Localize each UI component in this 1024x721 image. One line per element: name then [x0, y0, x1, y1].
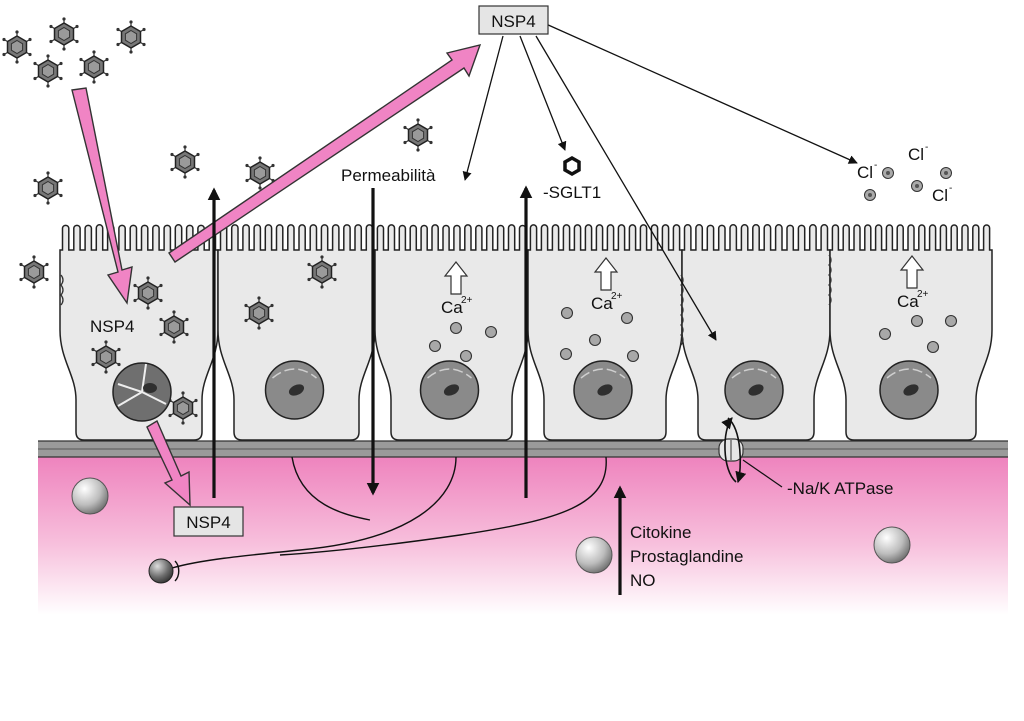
rotavirus-particle — [402, 117, 434, 153]
rotavirus-particle — [32, 170, 64, 206]
calcium-ion — [878, 327, 892, 341]
nsp4-box-top: NSP4 — [478, 5, 549, 35]
calcium-ion — [484, 325, 498, 339]
chloride-label: Cl — [908, 145, 924, 164]
calcium-ion — [560, 306, 574, 320]
calcium-release-arrow — [443, 261, 469, 295]
vertical-arrows — [207, 185, 627, 595]
chloride-charge: - — [874, 160, 877, 171]
lamina-cell — [873, 526, 911, 564]
nerve-fibres — [171, 456, 607, 569]
rotavirus-particle — [18, 254, 50, 290]
rotavirus-particle — [1, 29, 33, 65]
rotavirus-particle — [169, 144, 201, 180]
pink-arrow-nsp4-basolateral — [146, 419, 191, 507]
lamina-cell — [575, 536, 613, 574]
chloride-charge: - — [925, 142, 928, 153]
epithelial-cell — [829, 224, 993, 441]
prostaglandine-label: Prostaglandine — [630, 547, 743, 566]
lamina-cell — [71, 477, 109, 515]
calcium-ion — [626, 349, 640, 363]
calcium-label: Ca — [897, 292, 919, 311]
calcium-release-arrow — [899, 255, 925, 289]
rotavirus-particle — [48, 16, 80, 52]
na-k-atpase-label: -Na/K ATPase — [787, 479, 893, 498]
calcium-ion — [926, 340, 940, 354]
citokine-label: Citokine — [630, 523, 691, 542]
nerve-ending — [148, 558, 180, 584]
nsp4-top-label: NSP4 — [491, 12, 535, 31]
calcium-charge: 2+ — [611, 291, 623, 302]
pink-arrows — [71, 44, 482, 507]
pink-arrow-virus-entry — [71, 87, 133, 305]
calcium-ion — [428, 339, 442, 353]
calcium-charge: 2+ — [461, 295, 473, 306]
na-k-atpase-pump — [718, 417, 783, 488]
calcium-ion — [459, 349, 473, 363]
calcium-release-arrow — [593, 257, 619, 291]
basement-membrane — [38, 440, 1008, 458]
pink-arrow-nsp4-release — [168, 44, 482, 263]
calcium-charge: 2+ — [917, 289, 929, 300]
chloride-label: Cl — [857, 163, 873, 182]
arrow-to-sglt1 — [519, 35, 567, 151]
chloride-labels: Cl - Cl - Cl - — [857, 142, 952, 205]
chloride-label: Cl — [932, 186, 948, 205]
nsp4-bottom-label: NSP4 — [186, 513, 230, 532]
epithelial-cell — [527, 224, 683, 441]
nsp4-effect-arrows — [462, 23, 858, 341]
calcium-ion — [944, 314, 958, 328]
chloride-ions — [864, 167, 952, 201]
rotavirus-particle — [115, 19, 147, 55]
no-label: NO — [630, 571, 656, 590]
nsp4-cell-label: NSP4 — [90, 317, 134, 336]
epithelial-cell — [681, 224, 831, 441]
arrow-to-atpase — [535, 35, 717, 341]
calcium-label: Ca — [441, 298, 463, 317]
permeability-label: Permeabilità — [341, 166, 436, 185]
calcium-ion — [910, 314, 924, 328]
nsp4-box-bottom: NSP4 — [173, 506, 244, 537]
calcium-ion — [559, 347, 573, 361]
calcium-label: Ca — [591, 294, 613, 313]
arrow-to-permeability — [462, 35, 504, 181]
chloride-charge: - — [949, 183, 952, 194]
rotavirus-particle — [78, 49, 110, 85]
calcium-ion — [620, 311, 634, 325]
epithelial-cell — [59, 224, 219, 441]
sglt1-label: -SGLT1 — [543, 183, 601, 202]
epithelial-cell — [374, 224, 529, 441]
calcium-labels: Ca 2+ Ca 2+ Ca 2+ — [441, 289, 929, 317]
infected-nucleus — [112, 362, 172, 422]
arrow-to-chloride — [545, 23, 858, 164]
calcium-ion — [449, 321, 463, 335]
rotavirus-particle — [32, 53, 64, 89]
sglt1-hexagon-icon — [563, 155, 581, 177]
calcium-ion — [588, 333, 602, 347]
